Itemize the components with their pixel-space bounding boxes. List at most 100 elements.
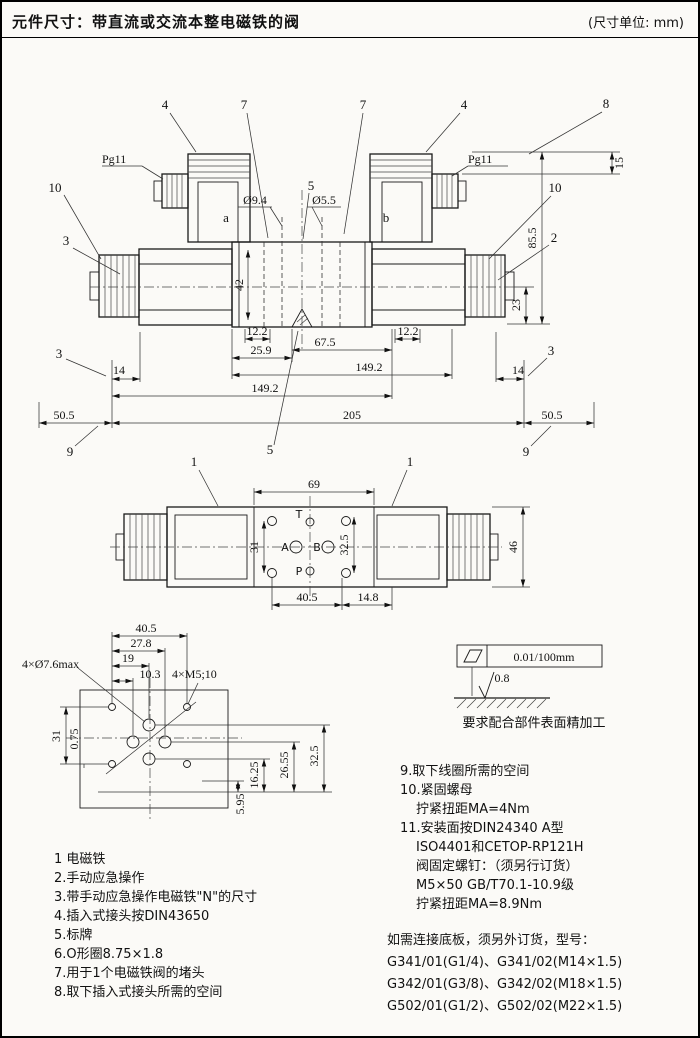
tolerance-frame <box>456 644 603 668</box>
port-label-a: A <box>281 541 289 554</box>
dim-14-right: 14 <box>512 363 524 377</box>
dim-10-3: 10.3 <box>140 667 161 681</box>
dim-149-2-a: 149.2 <box>356 360 383 374</box>
dim-15: 15 <box>612 157 626 169</box>
note-10-torque: 拧紧扭距MA=4Nm <box>416 802 530 817</box>
order-model-1: G341/01(G1/4)、G341/02(M14×1.5) <box>387 955 623 970</box>
front-leader-lines <box>63 111 603 447</box>
dim-149-2-b: 149.2 <box>252 381 279 395</box>
port-label-b: B <box>313 541 321 554</box>
dim-12-2-right: 12.2 <box>398 324 419 338</box>
note-8: 8.取下插入式接头所需的空间 <box>54 985 223 1000</box>
ground-hatch <box>456 698 547 709</box>
dim-12-2-left: 12.2 <box>247 324 268 338</box>
dim-46: 46 <box>506 541 520 553</box>
dim-31-pattern: 31 <box>49 730 63 742</box>
label-4xdia7-6: 4×Ø7.6max <box>22 657 79 671</box>
callout-1-left: 1 <box>191 454 198 469</box>
callout-5-bottom: 5 <box>267 442 274 457</box>
roughness-value: 0.8 <box>495 671 510 685</box>
dim-0-75: 0.75 <box>67 729 81 750</box>
callout-4-left: 4 <box>162 97 169 112</box>
label-4xm5: 4×M5;10 <box>172 667 217 681</box>
dim-40-5-top: 40.5 <box>297 590 318 604</box>
callout-10-right: 10 <box>549 180 562 195</box>
note-11-torque: 拧紧扭距MA=8.9Nm <box>416 897 543 912</box>
note-11-screw-spec: M5×50 GB/T70.1-10.9级 <box>416 878 574 893</box>
valve-body <box>231 217 373 328</box>
order-model-3: G502/01(G1/2)、G502/02(M22×1.5) <box>387 999 623 1014</box>
dim-42: 42 <box>232 279 246 291</box>
dim-dia-5-5: Ø5.5 <box>312 193 336 207</box>
top-view: 69 31 32.5 46 40.5 14.8 T A B P 1 1 <box>110 454 530 610</box>
port-label-t: T <box>295 508 303 521</box>
dim-67-5: 67.5 <box>315 335 336 349</box>
pg11-label-right: Pg11 <box>468 152 492 166</box>
note-11-screws: 阀固定螺钉：（须另行订货） <box>416 859 579 874</box>
surface-finish-detail: 0.01/100mm 0.8 <box>454 644 603 709</box>
coil-label-b: b <box>383 210 390 225</box>
port-triangle-symbol <box>291 308 313 328</box>
roughness-icon <box>478 671 495 699</box>
left-end-cap <box>89 254 140 318</box>
note-3: 3.带手动应急操作电磁铁"N"的尺寸 <box>54 890 258 905</box>
note-7: 7.用于1个电磁铁阀的堵头 <box>54 966 205 981</box>
callout-1-right: 1 <box>407 454 414 469</box>
right-end-cap <box>464 254 515 318</box>
pattern-bolt-holes <box>108 703 191 768</box>
top-extension-lines <box>253 488 530 610</box>
tolerance-value: 0.01/100mm <box>513 650 575 664</box>
note-11: 11.安装面按DIN24340 A型 <box>400 821 564 836</box>
callout-9-left: 9 <box>67 444 74 459</box>
left-terminal-box <box>153 153 251 243</box>
top-dimension-lines <box>254 489 526 608</box>
dim-32-5-pattern: 32.5 <box>307 746 321 767</box>
dim-31-top: 31 <box>247 541 261 553</box>
note-5: 5.标牌 <box>54 928 93 943</box>
front-view: Pg11 Pg11 Ø9.4 Ø5.5 a b 15 85.5 23 42 12… <box>38 96 626 459</box>
dim-16-25: 16.25 <box>247 762 261 789</box>
note-1: 1 电磁铁 <box>54 852 106 867</box>
dim-25-9: 25.9 <box>251 343 272 357</box>
note-10: 10.紧固螺母 <box>400 783 473 798</box>
dim-40-5-pattern: 40.5 <box>136 621 157 635</box>
hole-pattern-view: 40.5 27.8 19 10.3 4×M5;10 4×Ø7.6max 31 0… <box>22 621 332 820</box>
dim-50-5-right: 50.5 <box>542 408 563 422</box>
page-header: 元件尺寸：带直流或交流本整电磁铁的阀 (尺寸单位: mm) <box>2 2 698 38</box>
pattern-dimension-lines <box>63 633 327 792</box>
top-leader-lines <box>198 469 408 507</box>
note-11-iso: ISO4401和CETOP-RP121H <box>416 840 584 855</box>
dim-69: 69 <box>308 477 320 491</box>
pg11-label-left: Pg11 <box>102 152 126 166</box>
dim-32-5-top: 32.5 <box>337 535 351 556</box>
order-title: 如需连接底板，须另外订货，型号： <box>387 933 596 948</box>
dim-dia-9-4: Ø9.4 <box>243 193 267 207</box>
dim-14-left: 14 <box>113 363 125 377</box>
dim-50-5-left: 50.5 <box>54 408 75 422</box>
pattern-port-holes <box>126 718 172 766</box>
callout-3-bottom-right: 3 <box>548 343 555 358</box>
order-model-2: G342/01(G3/8)、G342/02(M18×1.5) <box>387 977 623 992</box>
notes-left: 1 电磁铁 2.手动应急操作 3.带手动应急操作电磁铁"N"的尺寸 4.插入式接… <box>54 850 257 1002</box>
notes-right: 9.取下线圈所需的空间 10.紧固螺母 拧紧扭距MA=4Nm 11.安装面按DI… <box>400 762 584 914</box>
unit-label: (尺寸单位: mm) <box>588 16 684 31</box>
right-terminal-box <box>369 153 467 243</box>
flatness-icon <box>463 649 483 663</box>
mounting-screw-holes <box>267 516 351 578</box>
order-info: 如需连接底板，须另外订货，型号： G341/01(G1/4)、G341/02(M… <box>387 930 622 1018</box>
callout-3-left: 3 <box>63 233 70 248</box>
callout-10-left: 10 <box>49 180 62 195</box>
dim-23: 23 <box>509 299 523 311</box>
front-dimension-lines <box>39 152 615 426</box>
callout-5-top: 5 <box>308 178 315 193</box>
dim-27-8: 27.8 <box>131 636 152 650</box>
dim-26-55: 26.55 <box>277 752 291 779</box>
note-4: 4.插入式接头按DIN43650 <box>54 909 210 924</box>
dim-85-5: 85.5 <box>525 228 539 249</box>
callout-9-right: 9 <box>523 444 530 459</box>
callout-3-bottom-left: 3 <box>56 346 63 361</box>
note-9: 9.取下线圈所需的空间 <box>400 764 530 779</box>
pattern-outline <box>79 689 229 809</box>
